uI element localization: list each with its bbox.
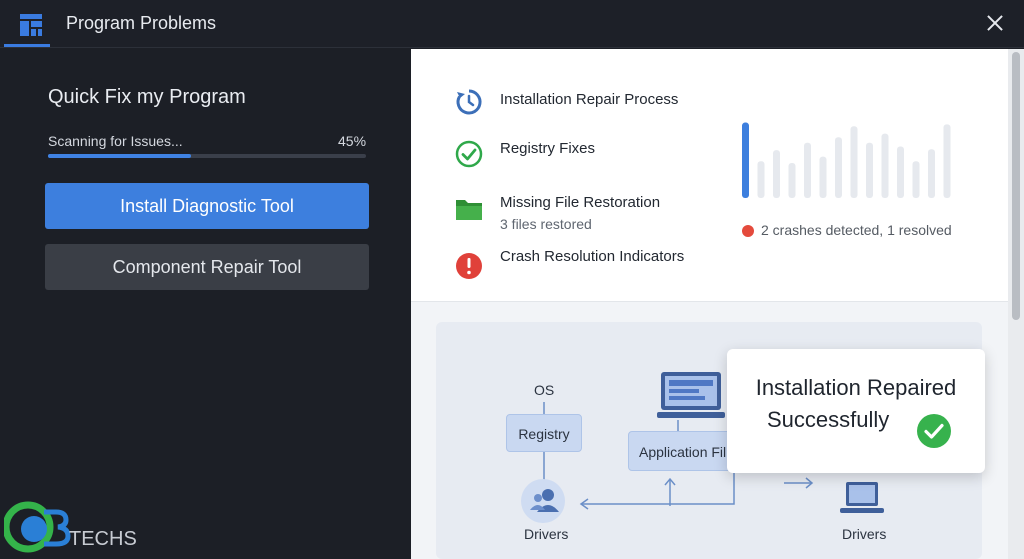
status-item-label: Registry Fixes [500,140,596,157]
diagram-connectors [543,402,814,510]
folder-icon [456,200,482,220]
success-toast: Installation Repaired Successfully [727,349,985,473]
error-alert-icon [456,253,482,279]
window-title: Program Problems [66,13,217,33]
refresh-clock-icon [456,89,482,115]
drivers-laptop-icon [840,482,884,513]
activity-bar [850,126,858,198]
brand-logo-text: TECHS [69,528,137,550]
brand-logo-icon [4,501,71,553]
activity-bar [804,142,811,198]
install-diagnostic-tool-button[interactable]: Install Diagnostic Tool [45,183,369,229]
success-check-icon [917,414,951,448]
check-circle-icon [455,140,483,168]
active-tab-indicator [4,44,50,47]
status-item-label: Missing File Restoration [500,194,661,211]
activity-bar [819,156,827,198]
scrollbar-thumb[interactable] [1012,52,1020,320]
activity-bar [788,163,796,198]
activity-bar [897,146,904,198]
scan-progress-bar [48,154,366,158]
application-monitor-icon [657,372,725,418]
activity-bar [866,142,873,198]
activity-bar [757,161,765,198]
scan-progress-fill [48,154,192,158]
os-label: OS [534,382,555,398]
drivers-right-label: Drivers [842,526,887,542]
activity-bar-chart [742,122,951,198]
scan-percent: 45% [338,133,367,149]
status-item-label: Installation Repair Process [500,91,679,108]
quick-fix-title: Quick Fix my Program [48,86,246,108]
component-repair-tool-button[interactable]: Component Repair Tool [45,244,369,290]
activity-bar [881,133,889,198]
activity-bar [928,149,935,198]
crash-summary: 2 crashes detected, 1 resolved [761,222,952,238]
activity-bar [773,150,780,198]
title-bar: Program Problems [0,0,1024,48]
activity-bar [943,124,951,198]
registry-node: Registry [506,414,582,452]
activity-bar [912,161,920,198]
activity-bar [835,137,842,198]
application-files-node: Application Fil [628,431,732,471]
status-item-label: Crash Resolution Indicators [500,248,685,265]
activity-bar [742,122,749,198]
app-grid-icon [20,14,42,36]
panel-divider [411,301,1008,302]
toast-title: Installation Repaired [755,375,957,400]
toast-subtitle: Successfully [767,407,890,432]
drivers-users-icon [521,479,565,523]
scan-status-label: Scanning for Issues... [48,133,183,149]
status-item-sub: 3 files restored [500,216,592,232]
crash-status-dot [742,225,754,237]
close-icon[interactable] [982,10,1008,36]
drivers-left-label: Drivers [524,526,569,542]
